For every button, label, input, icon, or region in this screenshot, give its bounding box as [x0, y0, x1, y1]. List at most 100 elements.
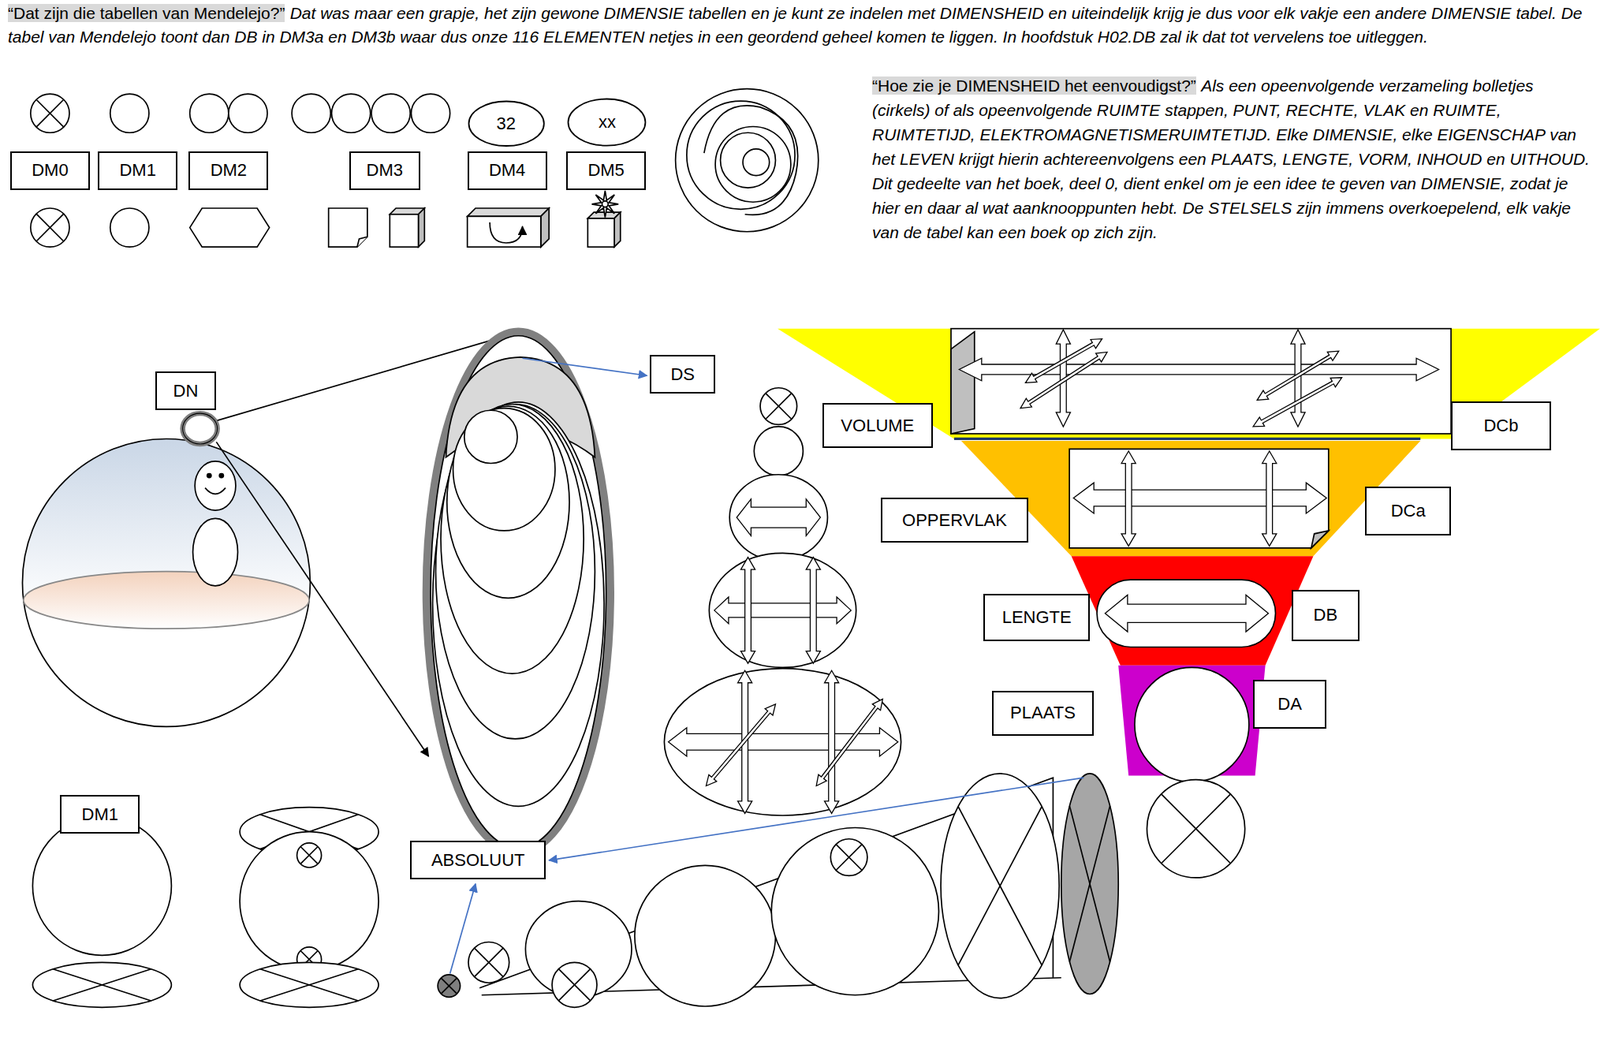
double-arrow [668, 727, 899, 757]
cube-front [587, 218, 615, 247]
page-curl [1311, 530, 1329, 549]
crossed-ellipse [940, 773, 1060, 999]
double-arrow [1121, 451, 1136, 546]
cross-line [474, 947, 504, 978]
volume-box [951, 328, 1451, 434]
node-label: DCa [1391, 500, 1426, 522]
cross-line [36, 213, 64, 242]
eye [207, 473, 212, 478]
outer-ellipse [426, 331, 611, 853]
dimension-box: DM2 [188, 151, 269, 191]
node-label: DM5 [587, 160, 624, 181]
cross-line [958, 806, 1042, 966]
nested-ellipse [436, 403, 596, 739]
node-label: VOLUME [840, 415, 914, 437]
label-box: DS [649, 354, 716, 394]
figure-body [193, 518, 239, 586]
ellipse-symbol [708, 552, 856, 668]
circle-symbol [32, 816, 172, 955]
cross-line [52, 969, 151, 1001]
cross-line [558, 969, 590, 1001]
cross-line [765, 393, 792, 420]
label-box: DB [1291, 589, 1359, 642]
nested-ellipse [453, 408, 556, 531]
crossed-ellipse [551, 962, 597, 1007]
length-band [1071, 555, 1314, 665]
circle-symbol [228, 93, 268, 133]
page-symbol [328, 208, 368, 247]
number-ellipse: 32 [467, 100, 545, 148]
cube-face [418, 208, 426, 247]
cross-line [52, 969, 151, 1001]
crossed-ellipse [437, 974, 460, 997]
circle-symbol [110, 93, 150, 133]
box-front [467, 216, 541, 247]
highlighted-question: “Hoe zie je DIMENSHEID het eenvoudigst?” [872, 76, 1197, 95]
nested-circle [464, 410, 518, 463]
node-label: DN [173, 380, 199, 402]
cross-line [36, 99, 64, 127]
concentric-circle [675, 89, 819, 232]
node-label: DM3 [366, 160, 403, 181]
double-arrow [1025, 339, 1102, 384]
band-divider [954, 437, 1421, 441]
double-arrow [816, 698, 883, 786]
cross-line [260, 969, 359, 1001]
highlighted-question: “Dat zijn die tabellen van Mendelejo?” [7, 3, 285, 23]
label-box: ABSOLUUT [410, 840, 546, 880]
cross-line [474, 947, 504, 978]
circle-symbol [331, 93, 371, 133]
cube-front [389, 214, 418, 247]
node-label: DCb [1483, 415, 1518, 437]
double-arrow [740, 557, 755, 664]
crossed-ellipse [32, 962, 172, 1007]
cube-face [614, 212, 621, 247]
star-symbol [592, 190, 620, 218]
cross-line [260, 969, 359, 1001]
node-label: PLAATS [1010, 702, 1076, 724]
concentric-circle [715, 126, 791, 202]
leader-arrow [548, 777, 1084, 861]
node-label: ABSOLUUT [431, 850, 526, 871]
node-label: DM1 [119, 160, 156, 181]
label-box: LENGTE [983, 593, 1090, 642]
node-label: DM4 [488, 160, 526, 181]
double-arrow [1104, 594, 1269, 632]
node-label: DM0 [31, 160, 68, 181]
cross-line [1161, 794, 1231, 864]
surface-page [1069, 448, 1329, 549]
dimension-box: DM3 [349, 151, 422, 191]
concentric-curve [704, 105, 799, 216]
leader-arrow [522, 358, 648, 376]
cross-line [1069, 805, 1110, 963]
circle-symbol [190, 93, 229, 133]
node-label: OPPERVLAK [902, 510, 1007, 531]
crossed-ellipse [30, 93, 70, 133]
double-arrow [1253, 377, 1343, 427]
nested-ellipse [447, 406, 570, 598]
cross-line [765, 393, 792, 420]
circle-symbol [110, 208, 150, 247]
curl-arrow [489, 222, 523, 243]
label-box: DCb [1450, 401, 1552, 451]
cross-line [300, 846, 318, 864]
crossed-ellipse [30, 208, 70, 247]
crossed-ellipse [1061, 773, 1119, 995]
ellipse-symbol [663, 668, 901, 816]
length-pill [1096, 579, 1276, 647]
double-arrow [714, 596, 851, 624]
sphere [22, 438, 310, 727]
node-label: DM1 [82, 804, 119, 825]
dimension-box: DM5 [566, 151, 646, 191]
cross-line [1069, 805, 1110, 963]
circle-symbol [291, 93, 331, 133]
hexagon-symbol [190, 208, 270, 247]
node-label: 32 [496, 113, 516, 135]
crossed-ellipse [830, 839, 868, 877]
halo-ring [182, 413, 218, 444]
crossed-ellipse [468, 941, 510, 983]
crossed-ellipse [760, 387, 798, 426]
volume-wall [951, 331, 975, 434]
